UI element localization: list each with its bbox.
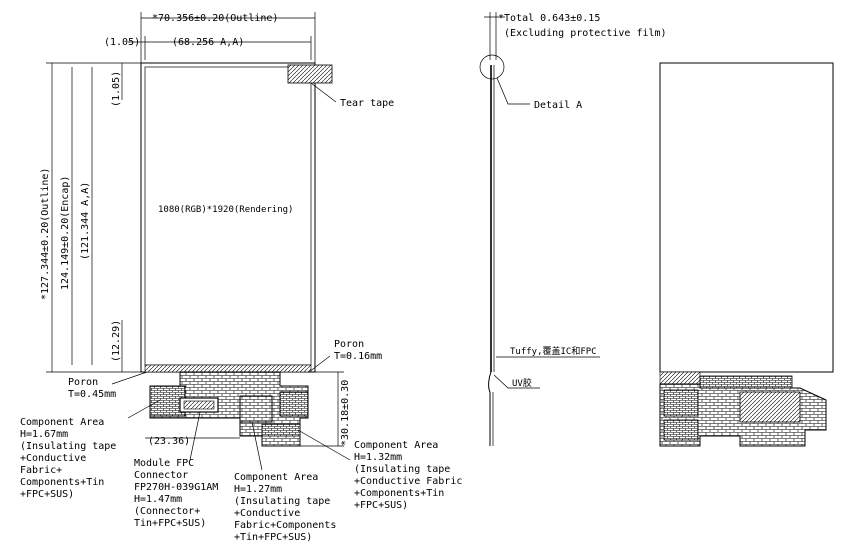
callout-line: Component Area	[20, 417, 104, 428]
callout-line: +Tin+FPC+SUS)	[234, 532, 312, 543]
component-area-left	[149, 385, 186, 417]
poron-left-line2: T=0.45mm	[68, 389, 116, 400]
callout-line: (Insulating tape	[354, 464, 450, 475]
callout-line: FP270H-039G1AM	[134, 482, 218, 493]
callout-line: Fabric+Components	[234, 520, 336, 531]
callout-line: Module FPC	[134, 458, 194, 469]
callout-line: +Conductive	[234, 508, 300, 519]
detail-a-leader	[496, 77, 530, 105]
excluding-film-label: (Excluding protective film)	[504, 28, 667, 39]
panel-outline	[140, 62, 316, 373]
total-thickness-label: *Total 0.643±0.15	[498, 13, 600, 24]
callout-line: Component Area	[234, 472, 318, 483]
back-strip	[699, 375, 793, 389]
tear-tape	[287, 64, 333, 84]
back-component-left	[663, 389, 699, 417]
callout-line: H=1.27mm	[234, 484, 282, 495]
fpc-offset-label: (23.36)	[148, 436, 190, 447]
callout-line: Tin+FPC+SUS)	[134, 518, 206, 529]
callout-line: (Connector+	[134, 506, 200, 517]
callout-line: +FPC+SUS)	[354, 500, 408, 511]
component-right-leader	[297, 429, 351, 461]
aa-width-label: (68.256 A,A)	[172, 37, 244, 48]
outline-width-label: *70.356±0.20(Outline)	[152, 13, 278, 24]
callout-connector: Module FPC Connector FP270H-039G1AM H=1.…	[134, 458, 218, 529]
outline-height-label: *127.344±0.20(Outline)	[40, 168, 51, 300]
encap-height-label: 124.149±0.20(Encap)	[60, 176, 71, 290]
poron-left-line1: Poron	[68, 377, 98, 388]
callout-line: Component Area	[354, 440, 438, 451]
poron-left-leader	[111, 371, 148, 385]
tear-tape-leader	[310, 82, 337, 103]
callout-line: H=1.47mm	[134, 494, 182, 505]
detail-a-circle	[479, 54, 505, 80]
callout-line: H=1.32mm	[354, 452, 402, 463]
component-area-mid	[239, 395, 273, 423]
callout-component-right: Component Area H=1.32mm (Insulating tape…	[354, 440, 462, 511]
side-view	[479, 12, 600, 446]
poron-right-leader	[308, 355, 331, 373]
back-component-bottom	[663, 419, 699, 441]
callout-line: +Conductive	[20, 453, 86, 464]
back-panel-outline	[659, 62, 834, 373]
component-left-leader	[127, 399, 161, 419]
component-area-right	[279, 391, 309, 417]
callout-line: +FPC+SUS)	[20, 489, 74, 500]
callout-line: (Insulating tape	[20, 441, 116, 452]
fpc-tail	[261, 423, 301, 437]
callout-line: (Insulating tape	[234, 496, 330, 507]
resolution-label: 1080(RGB)*1920(Rendering)	[158, 205, 293, 215]
poron-right-line2: T=0.16mm	[334, 351, 382, 362]
back-component-mid	[739, 391, 801, 423]
top-margin-label: (1.05)	[111, 71, 122, 107]
callout-line: H=1.67mm	[20, 429, 68, 440]
bottom-margin-label: (12.29)	[111, 320, 122, 362]
callout-component-left: Component Area H=1.67mm (Insulating tape…	[20, 417, 116, 500]
callout-line: +Components+Tin	[354, 488, 444, 499]
component-mid-leader	[251, 421, 263, 471]
fpc-height-label: *30.18±0.30	[340, 380, 351, 446]
callout-line: Components+Tin	[20, 477, 104, 488]
tuffy-label: Tuffy,覆盖IC和FPC	[510, 345, 597, 357]
uv-label: UV胶	[512, 377, 532, 389]
front-view	[46, 12, 351, 471]
uv-leader	[493, 374, 540, 389]
callout-line: +Conductive Fabric	[354, 476, 462, 487]
left-margin-label: (1.05)	[104, 37, 140, 48]
aa-height-label: (121.344 A,A)	[80, 182, 91, 260]
back-strip-left	[659, 371, 701, 385]
poron-strip	[144, 364, 312, 373]
callout-line: Connector	[134, 470, 188, 481]
callout-line: Fabric+	[20, 465, 62, 476]
connector-leader	[189, 411, 201, 461]
callout-component-mid: Component Area H=1.27mm (Insulating tape…	[234, 472, 336, 543]
tear-tape-label: Tear tape	[340, 98, 394, 109]
active-area	[144, 66, 312, 366]
poron-right-line1: Poron	[334, 339, 364, 350]
connector-pins	[183, 400, 215, 410]
back-view	[659, 62, 834, 447]
detail-a-label: Detail A	[534, 100, 582, 111]
fpc-side-profile	[488, 371, 492, 446]
